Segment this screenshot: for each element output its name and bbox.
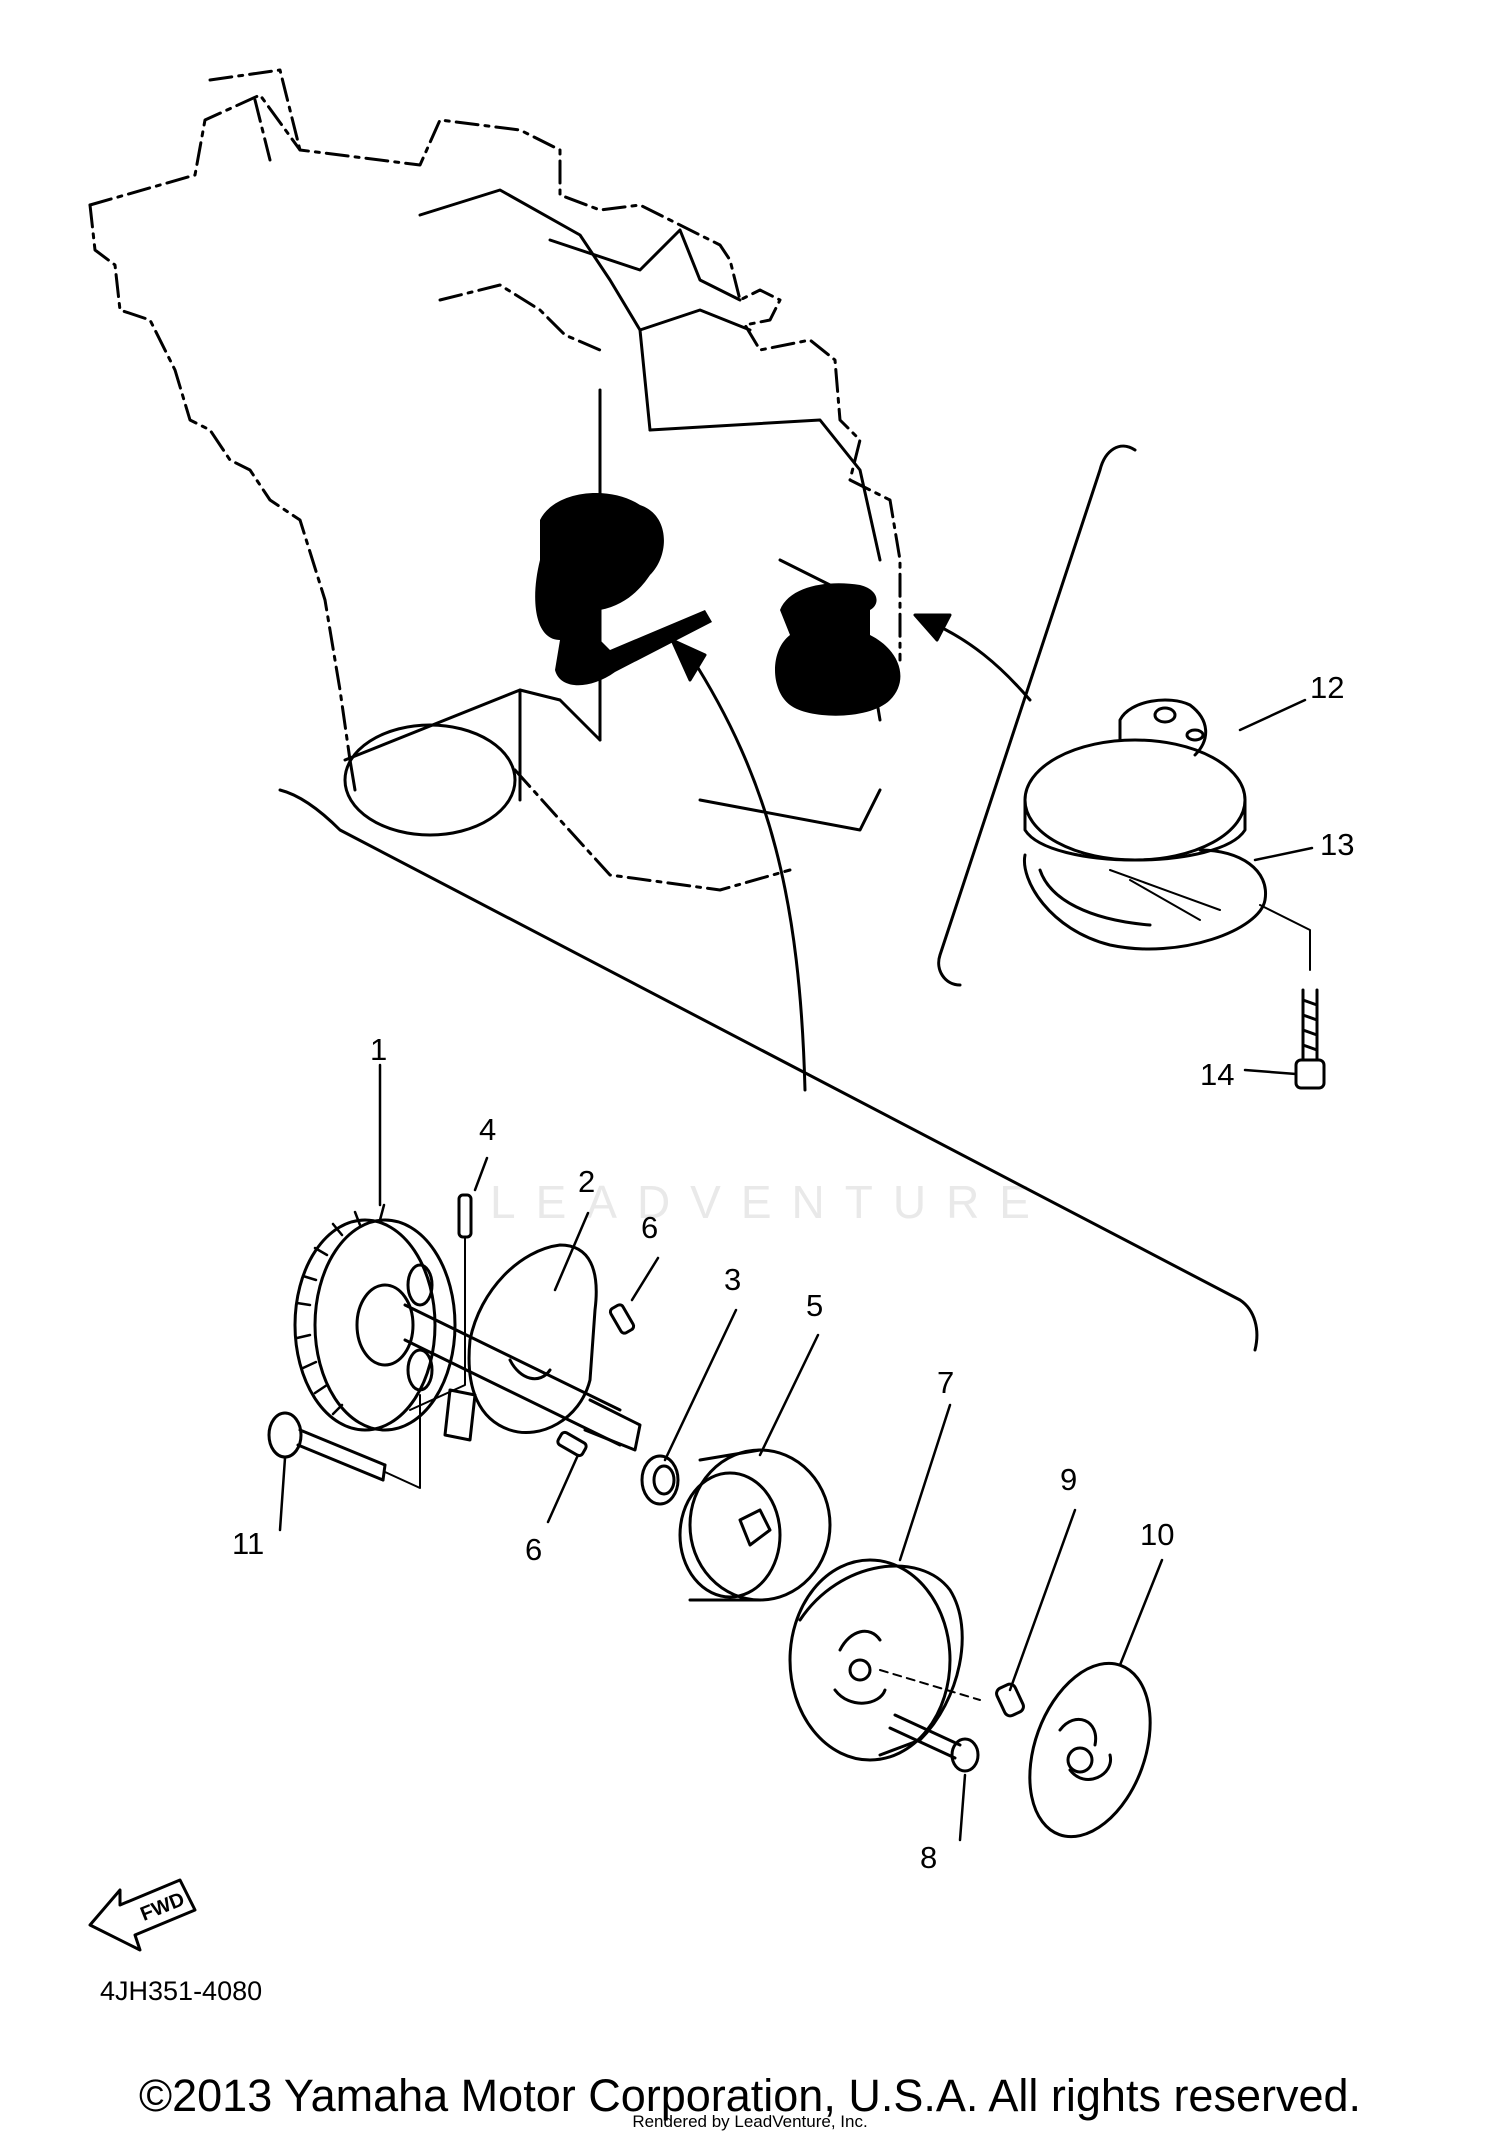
callout-10: 10 xyxy=(1140,1517,1174,1552)
oil-pump-gear xyxy=(293,1203,457,1432)
leader-lines xyxy=(278,698,1314,1842)
callout-12: 12 xyxy=(1310,670,1344,705)
callout-13: 13 xyxy=(1320,827,1354,862)
callout-5: 5 xyxy=(806,1288,823,1323)
assembly-arrow-pump xyxy=(670,638,807,1092)
cover-pin xyxy=(995,1682,1025,1718)
drawing-code: 4JH351-4080 xyxy=(100,1976,263,2006)
watermark: LEADVENTURE xyxy=(490,1176,1050,1228)
callout-6a: 6 xyxy=(641,1210,658,1245)
washer xyxy=(640,1454,680,1506)
copyright-notice: ©2013 Yamaha Motor Corporation, U.S.A. A… xyxy=(138,2070,1362,2121)
callout-11: 11 xyxy=(232,1526,264,1561)
callout-7: 7 xyxy=(937,1365,954,1400)
callout-9: 9 xyxy=(1060,1462,1077,1497)
strainer-gasket xyxy=(1022,848,1268,951)
assembly-arrow-strainer xyxy=(913,613,1032,702)
pump-body xyxy=(443,1243,598,1442)
pump-plate xyxy=(1028,1661,1152,1839)
callout-8: 8 xyxy=(920,1840,937,1875)
dowel-pin xyxy=(556,1430,588,1458)
callout-14: 14 xyxy=(1200,1057,1234,1092)
engine-block xyxy=(88,68,902,892)
callout-6b: 6 xyxy=(525,1532,542,1567)
callout-4: 4 xyxy=(479,1112,496,1147)
fwd-arrow-icon xyxy=(88,1878,197,1952)
pin-leader xyxy=(409,1236,466,1411)
oil-strainer xyxy=(1023,698,1247,862)
pump-rotor xyxy=(678,1448,832,1602)
callout-2: 2 xyxy=(578,1164,595,1199)
rendered-by-note: Rendered by LeadVenture, Inc. xyxy=(632,2112,868,2131)
boundary-line-lower xyxy=(278,788,1259,1352)
callout-3: 3 xyxy=(724,1262,741,1297)
dowel-pin xyxy=(608,1303,636,1335)
oil-pump-mount-shape xyxy=(535,493,901,716)
strainer-screw xyxy=(1259,904,1326,1090)
pump-shaft xyxy=(403,1303,642,1452)
pump-cover xyxy=(788,1558,981,1762)
boundary-line-right xyxy=(937,444,1137,987)
callout-1: 1 xyxy=(370,1032,387,1067)
cover-screw xyxy=(888,1713,980,1773)
dowel-pin xyxy=(457,1193,473,1239)
